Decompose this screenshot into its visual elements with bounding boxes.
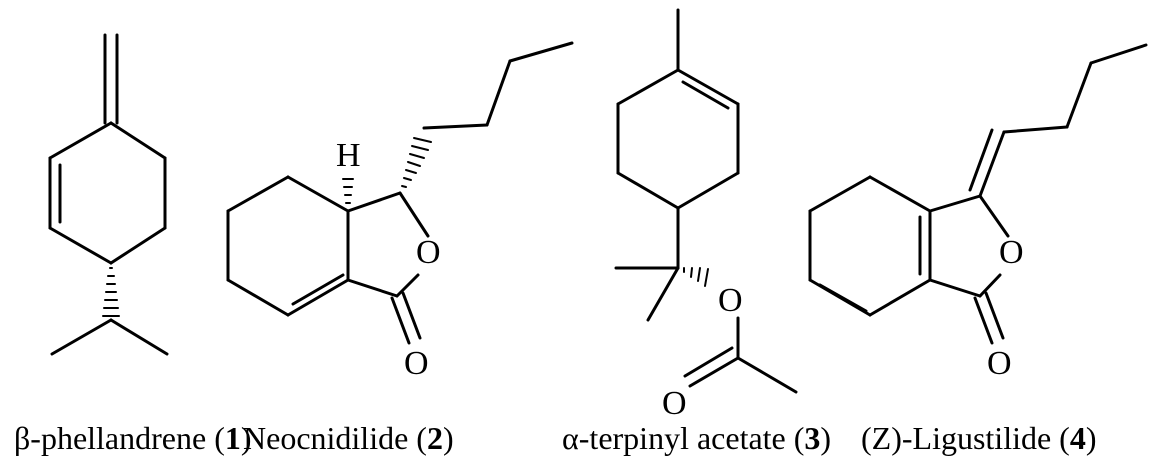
caption-compound-2: Neocnidilide (2) — [243, 420, 454, 456]
atom-label-carbonyl-o: O — [987, 345, 1012, 382]
compound-number: 1 — [224, 420, 241, 456]
hashed-wedge-bond-butyl — [401, 137, 432, 188]
caption-compound-4: (Z)-Ligustilide (4) — [861, 420, 1097, 456]
hashed-wedge-bond — [102, 267, 120, 317]
hashed-wedge-bond-o — [683, 267, 709, 287]
caption-compound-3: α-terpinyl acetate (3) — [562, 420, 832, 456]
compound-name: (Z)-Ligustilide — [861, 420, 1052, 456]
compound-name: β-phellandrene — [14, 420, 207, 456]
structure-z-ligustilide: O O — [808, 43, 1148, 382]
atom-label-ring-o: O — [999, 234, 1024, 271]
atom-label-h: H — [336, 137, 361, 174]
atom-label-ring-o: O — [416, 234, 441, 271]
compound-name: Neocnidilide — [243, 420, 409, 456]
compound-number: 2 — [426, 420, 443, 456]
caption-compound-1: β-phellandrene (1) — [14, 420, 252, 456]
atom-label-carbonyl-o: O — [404, 345, 429, 382]
structure-beta-phellandrene — [48, 33, 169, 356]
compound-number: 4 — [1069, 420, 1086, 456]
atom-label-carbonyl-o: O — [662, 385, 687, 422]
atom-label-ester-o: O — [718, 282, 743, 319]
hashed-wedge-bond-h — [342, 178, 354, 204]
compound-number: 3 — [804, 420, 821, 456]
compound-name: α-terpinyl acetate — [562, 420, 786, 456]
structure-alpha-terpinyl-acetate: O O — [614, 8, 798, 422]
structure-neocnidilide: H O O — [226, 41, 574, 382]
